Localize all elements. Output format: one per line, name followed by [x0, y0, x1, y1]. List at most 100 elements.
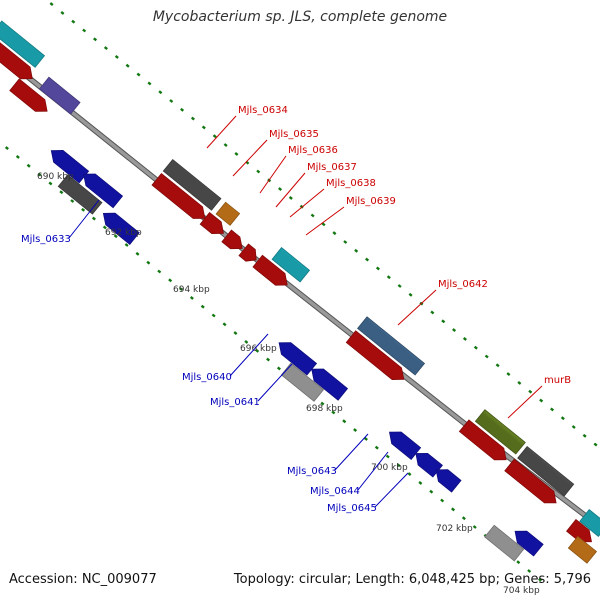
- gene-block[interactable]: [458, 419, 507, 461]
- gene-block-mjls-0633[interactable]: [57, 174, 103, 215]
- gene-block-mjls-0645[interactable]: [435, 469, 462, 493]
- gene-block-mjls-0638[interactable]: [238, 243, 257, 262]
- scale-tick: [26, 163, 31, 168]
- gene-block[interactable]: [0, 35, 33, 80]
- scale-label: 692 kbp: [105, 228, 142, 238]
- gene-block[interactable]: [517, 445, 575, 497]
- scale-tick: [158, 90, 163, 95]
- gene-block[interactable]: [567, 535, 598, 564]
- gene-block[interactable]: [252, 254, 288, 286]
- scale-tick: [441, 319, 446, 324]
- gene-block[interactable]: [151, 172, 206, 219]
- gene-block-mjls-0644[interactable]: [415, 452, 443, 478]
- gene-label-reverse: Mjls_0645: [327, 503, 377, 514]
- label-leader-line: [374, 472, 409, 508]
- genome-summary-text: Topology: circular; Length: 6,048,425 bp…: [233, 572, 591, 587]
- label-leader-line: [397, 289, 437, 326]
- scale-tick: [157, 269, 162, 274]
- scale-tick: [288, 195, 293, 200]
- scale-tick: [168, 278, 173, 283]
- scale-tick: [539, 398, 544, 403]
- gene-block-murb[interactable]: [474, 409, 526, 455]
- scale-tick: [353, 428, 358, 433]
- scale-tick: [146, 260, 151, 265]
- scale-tick: [320, 401, 325, 406]
- scale-tick: [484, 354, 489, 359]
- scale-tick: [516, 560, 521, 565]
- gene-block-mjls-0641[interactable]: [280, 362, 325, 402]
- scale-tick: [560, 416, 565, 421]
- gene-block[interactable]: [566, 518, 592, 543]
- gene-block-mjls-0643[interactable]: [389, 431, 422, 460]
- label-leader-line: [289, 188, 325, 218]
- gene-block[interactable]: [38, 76, 81, 115]
- scale-tick: [276, 366, 281, 371]
- scale-tick: [113, 234, 118, 239]
- scale-tick: [506, 372, 511, 377]
- scale-tick: [71, 19, 76, 24]
- gene-block-mjls-0639[interactable]: [271, 247, 311, 283]
- gene-block-mjls-0635[interactable]: [215, 201, 241, 226]
- gene-block[interactable]: [484, 524, 525, 562]
- map-title: Mycobacterium sp. JLS, complete genome: [152, 9, 448, 25]
- scale-tick: [114, 54, 119, 59]
- gene-block[interactable]: [50, 149, 90, 184]
- scale-tick: [354, 248, 359, 253]
- gene-block[interactable]: [278, 342, 318, 376]
- scale-label: 698 kbp: [306, 404, 343, 414]
- scale-tick: [15, 154, 20, 159]
- gene-block[interactable]: [504, 458, 557, 504]
- scale-tick: [386, 275, 391, 280]
- scale-tick: [59, 190, 64, 195]
- scale-tick: [125, 63, 130, 68]
- scale-tick: [244, 339, 249, 344]
- gene-block-mjls-0642[interactable]: [357, 316, 426, 376]
- scale-tick: [91, 216, 96, 221]
- gene-block-mjls-0640[interactable]: [311, 368, 349, 401]
- label-leader-line: [206, 115, 237, 149]
- gene-label-forward: murB: [544, 375, 571, 386]
- label-leader-line: [68, 199, 100, 239]
- gene-label-forward: Mjls_0638: [326, 178, 376, 189]
- gene-block[interactable]: [0, 20, 46, 68]
- scale-tick: [60, 10, 65, 15]
- scale-tick: [331, 410, 336, 415]
- gene-label-reverse: Mjls_0641: [210, 397, 260, 408]
- scale-tick: [200, 304, 205, 309]
- scale-tick: [179, 287, 184, 292]
- gene-block[interactable]: [102, 212, 140, 245]
- gene-block[interactable]: [345, 330, 405, 381]
- label-leader-line: [334, 433, 369, 471]
- scale-tick: [82, 28, 87, 33]
- scale-tick: [4, 146, 9, 151]
- gene-block-mjls-0634[interactable]: [162, 158, 222, 211]
- gene-block-mjls-0636[interactable]: [199, 211, 224, 235]
- scale-tick: [397, 284, 402, 288]
- scale-tick: [70, 199, 75, 203]
- scale-tick: [495, 363, 500, 368]
- scale-tick: [222, 322, 227, 327]
- scale-tick: [451, 507, 456, 512]
- scale-tick: [517, 380, 522, 385]
- gene-label-forward: Mjls_0634: [238, 105, 288, 116]
- gene-block-mjls-0637[interactable]: [221, 229, 243, 250]
- label-leader-line: [229, 333, 269, 377]
- scale-tick: [461, 516, 466, 521]
- gene-block[interactable]: [514, 530, 544, 557]
- scale-tick: [365, 257, 370, 262]
- inner-scale-ticks: [4, 146, 543, 582]
- scale-tick: [440, 498, 445, 503]
- gene-block[interactable]: [83, 173, 124, 209]
- scale-tick: [343, 240, 348, 244]
- label-leader-line: [357, 451, 389, 491]
- scale-tick: [407, 472, 412, 477]
- scale-tick: [332, 231, 337, 236]
- label-leader-line: [305, 206, 345, 236]
- scale-tick: [582, 433, 587, 438]
- scale-tick: [255, 348, 260, 353]
- scale-tick: [430, 310, 435, 315]
- gene-block[interactable]: [579, 509, 600, 537]
- scale-tick: [81, 207, 86, 212]
- scale-tick: [550, 407, 555, 412]
- gene-block[interactable]: [9, 78, 48, 112]
